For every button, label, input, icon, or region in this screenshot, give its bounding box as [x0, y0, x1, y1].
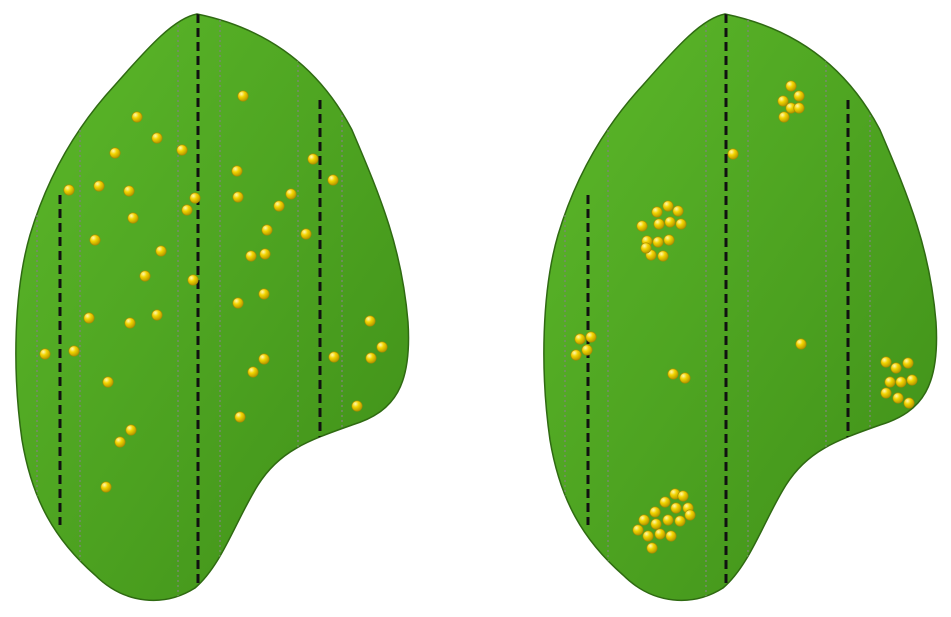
organism-dot [182, 205, 192, 215]
organism-dot [786, 81, 796, 91]
organism-dot [301, 229, 311, 239]
organism-dot [641, 243, 651, 253]
organism-dot [233, 192, 243, 202]
organism-dot [286, 189, 296, 199]
organism-dot [728, 149, 738, 159]
organism-dot [633, 525, 643, 535]
organism-dot [664, 235, 674, 245]
organism-dot [377, 342, 387, 352]
organism-dot [124, 186, 134, 196]
organism-dot [658, 251, 668, 261]
organism-dot [40, 349, 50, 359]
organism-dot [84, 313, 94, 323]
organism-dot [881, 388, 891, 398]
organism-dot [274, 201, 284, 211]
organism-dot [582, 345, 592, 355]
organism-dot [190, 193, 200, 203]
organism-dot [329, 352, 339, 362]
organism-dot [248, 367, 258, 377]
organism-dot [125, 318, 135, 328]
organism-dot [246, 251, 256, 261]
organism-dot [69, 346, 79, 356]
organism-dot [685, 510, 695, 520]
organism-dot [651, 519, 661, 529]
organism-dot [259, 289, 269, 299]
organism-dot [177, 145, 187, 155]
organism-dot [90, 235, 100, 245]
organism-dot [663, 515, 673, 525]
organism-dot [637, 221, 647, 231]
organism-dot [188, 275, 198, 285]
organism-dot [586, 332, 596, 342]
organism-dot [907, 375, 917, 385]
organism-dot [140, 271, 150, 281]
organism-dot [233, 298, 243, 308]
organism-dot [152, 133, 162, 143]
organism-dot [652, 207, 662, 217]
organism-dot [665, 217, 675, 227]
organism-dot [639, 515, 649, 525]
organism-dot [673, 206, 683, 216]
organism-dot [666, 531, 676, 541]
leaf-shape [16, 14, 409, 600]
organism-dot [152, 310, 162, 320]
organism-dot [671, 503, 681, 513]
organism-dot [650, 507, 660, 517]
organism-dot [128, 213, 138, 223]
organism-dot [366, 353, 376, 363]
organism-dot [778, 96, 788, 106]
organism-dot [663, 201, 673, 211]
organism-dot [655, 529, 665, 539]
organism-dot [678, 491, 688, 501]
organism-dot [885, 377, 895, 387]
organism-dot [575, 334, 585, 344]
organism-dot [235, 412, 245, 422]
leaf-shape [544, 14, 937, 600]
organism-dot [308, 154, 318, 164]
organism-dot [891, 363, 901, 373]
organism-dot [647, 543, 657, 553]
organism-dot [675, 516, 685, 526]
organism-dot [232, 166, 242, 176]
organism-dot [352, 401, 362, 411]
organism-dot [94, 181, 104, 191]
leaf-panel-random [16, 0, 409, 612]
organism-dot [132, 112, 142, 122]
organism-dot [896, 377, 906, 387]
organism-dot [779, 112, 789, 122]
organism-dot [156, 246, 166, 256]
organism-dot [660, 497, 670, 507]
organism-dot [571, 350, 581, 360]
organism-dot [262, 225, 272, 235]
organism-dot [794, 103, 804, 113]
organism-dot [881, 357, 891, 367]
leaf-panel-clustered [544, 0, 937, 612]
organism-dot [259, 354, 269, 364]
organism-dot [126, 425, 136, 435]
organism-dot [904, 398, 914, 408]
organism-dot [680, 373, 690, 383]
organism-dot [903, 358, 913, 368]
organism-dot [238, 91, 248, 101]
organism-dot [653, 237, 663, 247]
organism-dot [103, 377, 113, 387]
organism-dot [794, 91, 804, 101]
organism-dot [643, 531, 653, 541]
organism-dot [64, 185, 74, 195]
organism-dot [115, 437, 125, 447]
organism-dot [796, 339, 806, 349]
organism-dot [668, 369, 678, 379]
organism-dot [101, 482, 111, 492]
organism-dot [676, 219, 686, 229]
organism-dot [328, 175, 338, 185]
organism-dot [260, 249, 270, 259]
organism-dot [110, 148, 120, 158]
organism-dot [654, 219, 664, 229]
organism-dot [893, 393, 903, 403]
organism-dot [365, 316, 375, 326]
